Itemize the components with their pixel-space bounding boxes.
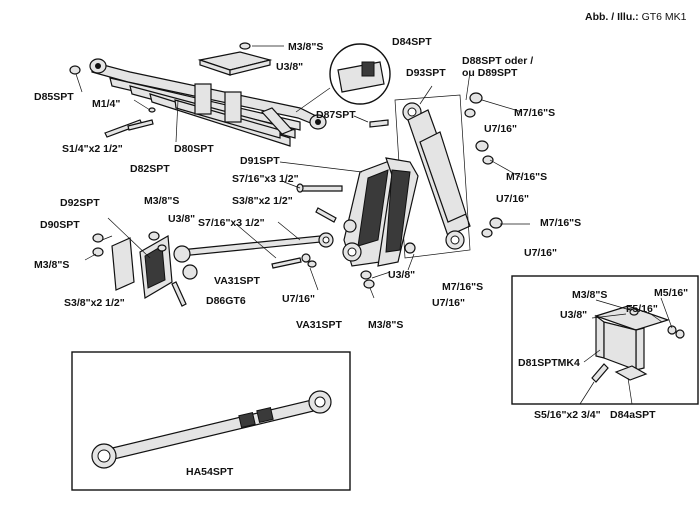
leader-lines	[75, 45, 530, 299]
inset-box-bracket: M3/8"S U3/8" M5/16" F5/16" D81SPTMK4 S5/…	[511, 275, 699, 421]
header-text: Abb. / Illu.: GT6 MK1	[585, 11, 687, 23]
label-d87spt: D87SPT	[316, 109, 356, 121]
label-d88-line2: ou D89SPT	[462, 67, 518, 79]
label-u38-top: U3/8"	[276, 61, 303, 73]
spring-top-plate	[197, 42, 273, 76]
label-s38x112: S3/8"x2 1/2"	[232, 195, 293, 207]
box2-label-s516: S5/16"x2 3/4"	[534, 409, 601, 421]
box2-label-m516: M5/16"	[654, 287, 688, 299]
box2-label-m38s: M3/8"S	[572, 289, 607, 301]
box1-label-ha54: HA54SPT	[186, 466, 234, 478]
part-labels: M3/8"S U3/8" D84SPT D85SPT M1/4" S1/4"x2…	[34, 36, 581, 331]
mounting-bracket	[92, 231, 198, 307]
label-d80spt: D80SPT	[174, 143, 214, 155]
vertical-link	[342, 157, 419, 267]
label-s14x212: S1/4"x2 1/2"	[62, 143, 123, 155]
label-d90spt: D90SPT	[40, 219, 80, 231]
label-m14: M1/4"	[92, 98, 120, 110]
label-d91spt: D91SPT	[240, 155, 280, 167]
label-d86gt6: D86GT6	[206, 295, 246, 307]
label-u716-2: U7/16"	[496, 193, 529, 205]
label-m716s-4: M7/16"S	[442, 281, 483, 293]
small-bolts	[69, 65, 389, 138]
label-d84spt: D84SPT	[392, 36, 432, 48]
label-d92spt: D92SPT	[60, 197, 100, 209]
label-d82spt: D82SPT	[130, 163, 170, 175]
shock-washers	[464, 92, 503, 238]
box2-label-d81: D81SPTMK4	[518, 357, 580, 369]
label-va31spt-2: VA31SPT	[296, 319, 342, 331]
box2-label-f516: F5/16"	[626, 303, 658, 315]
label-va31spt-1: VA31SPT	[214, 275, 260, 287]
d84-detail-circle	[295, 43, 391, 113]
label-s716x312-b: S7/16"x3 1/2"	[198, 217, 265, 229]
label-m716s-1: M7/16"S	[514, 107, 555, 119]
label-m716s-2: M7/16"S	[506, 171, 547, 183]
label-m38s-left: M3/8"S	[34, 259, 69, 271]
label-m38s-mid: M3/8"S	[144, 195, 179, 207]
label-s38x212: S3/8"x2 1/2"	[64, 297, 125, 309]
label-d85spt: D85SPT	[34, 91, 74, 103]
label-m38s-low: M3/8"S	[368, 319, 403, 331]
label-u716-1: U7/16"	[484, 123, 517, 135]
label-u716-3: U7/16"	[524, 247, 557, 259]
label-u38-low: U3/8"	[388, 269, 415, 281]
label-m716s-3: M7/16"S	[540, 217, 581, 229]
label-u716-4: U7/16"	[282, 293, 315, 305]
label-u716-5: U7/16"	[432, 297, 465, 309]
label-d88-line1: D88SPT oder /	[462, 55, 533, 67]
radius-rod	[173, 232, 334, 269]
box2-label-d84a: D84aSPT	[610, 409, 656, 421]
label-s716x312: S7/16"x3 1/2"	[232, 173, 299, 185]
label-u38-mid: U3/8"	[168, 213, 195, 225]
leaf-spring	[89, 58, 327, 147]
link-bolts	[296, 183, 375, 289]
label-m38s-top: M3/8"S	[288, 41, 323, 53]
inset-box-rod: HA54SPT	[71, 351, 351, 491]
label-d93spt: D93SPT	[406, 67, 446, 79]
box2-label-u38: U3/8"	[560, 309, 587, 321]
